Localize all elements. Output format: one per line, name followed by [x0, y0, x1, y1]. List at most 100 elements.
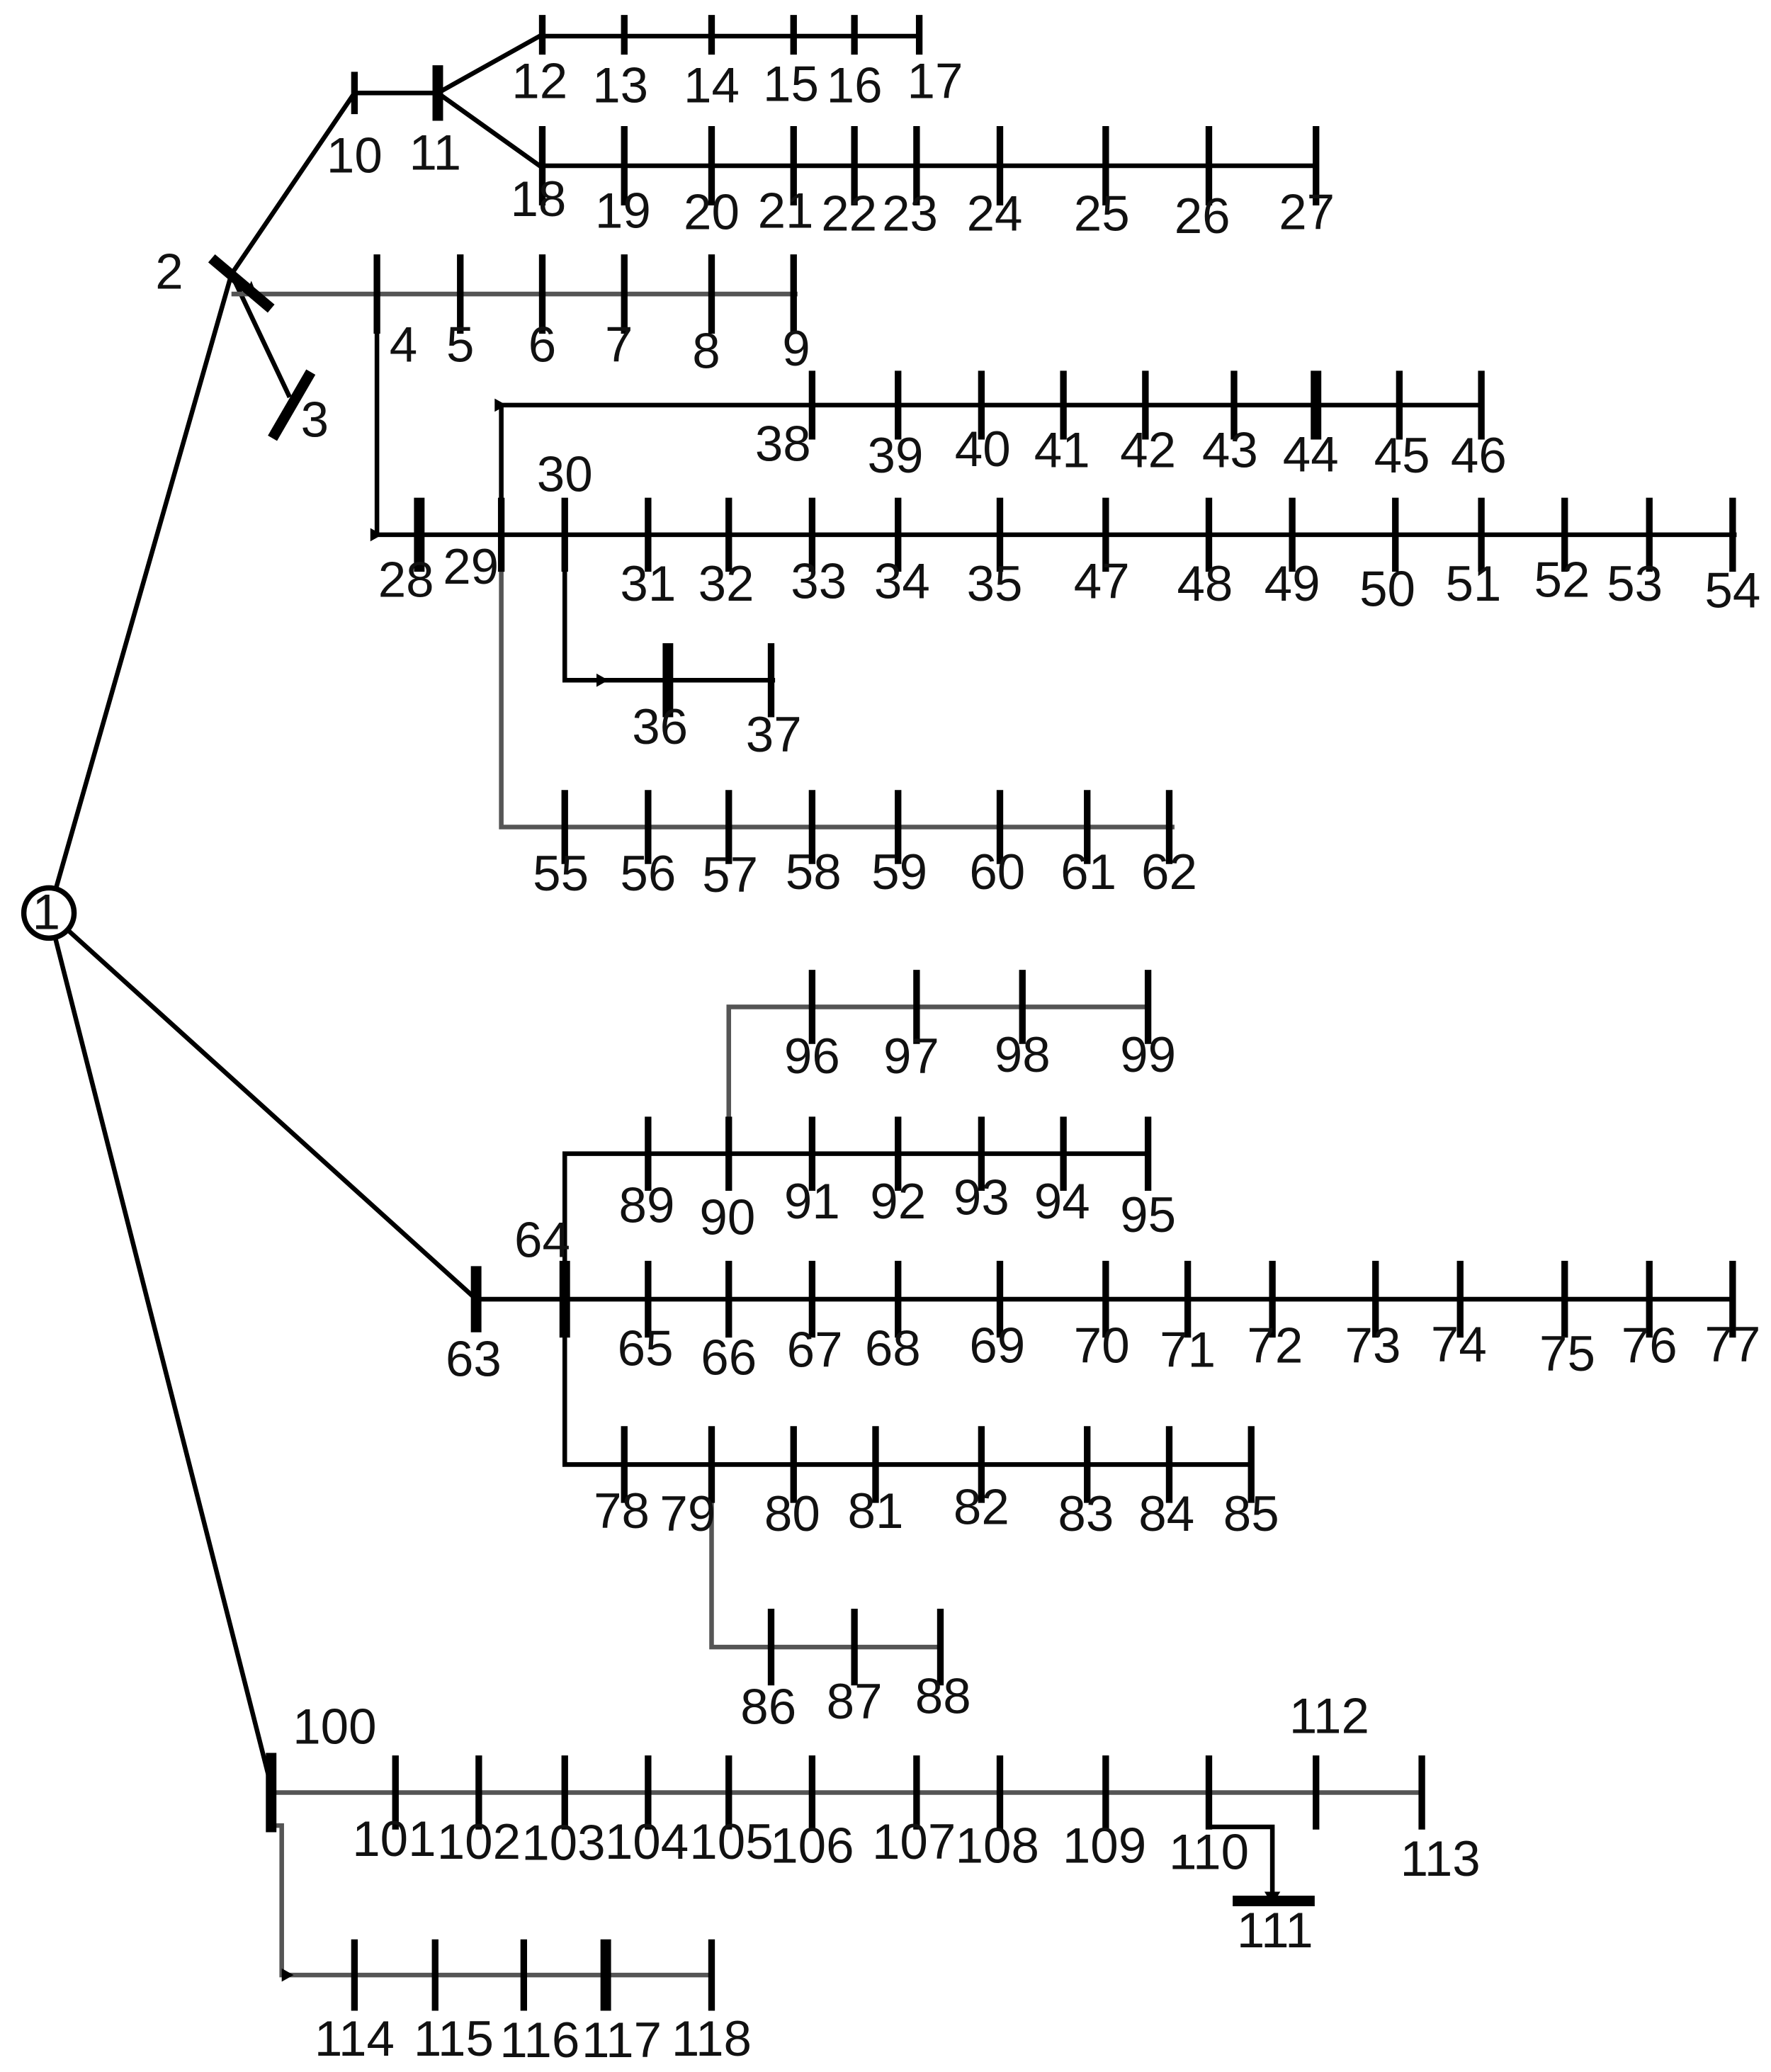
feeder-1-100 [46, 912, 273, 1787]
bus-label-91: 91 [784, 1174, 840, 1230]
bus-label-81: 81 [848, 1483, 904, 1539]
bus-label-59: 59 [871, 844, 927, 900]
bus-label-6: 6 [528, 317, 556, 373]
bus-label-64: 64 [514, 1212, 570, 1268]
bus-bars [21, 15, 1736, 2011]
bus-label-61: 61 [1060, 844, 1116, 900]
bus-bar-2 [208, 254, 275, 313]
bus-label-54: 54 [1704, 563, 1760, 619]
bus-label-107: 107 [872, 1814, 956, 1870]
bus-label-72: 72 [1247, 1318, 1303, 1374]
bus-label-114: 114 [315, 2011, 395, 2067]
bus-label-65: 65 [618, 1320, 674, 1376]
bus-label-80: 80 [764, 1486, 820, 1542]
bus-label-16: 16 [827, 57, 883, 113]
bus-label-58: 58 [786, 844, 842, 900]
bus-label-57: 57 [702, 847, 758, 903]
bus-label-3: 3 [301, 392, 329, 448]
bus-label-73: 73 [1345, 1318, 1401, 1374]
arrow-100-114 [281, 1968, 294, 1982]
bus-label-115: 115 [414, 2011, 494, 2067]
bus-label-53: 53 [1607, 556, 1663, 612]
bus-label-13: 13 [592, 57, 648, 113]
bus-label-7: 7 [605, 317, 633, 373]
bus-label-112: 112 [1289, 1688, 1369, 1744]
bus-label-44: 44 [1283, 426, 1339, 482]
bus-label-28: 28 [378, 553, 434, 608]
bus-label-118: 118 [672, 2011, 752, 2067]
bus-label-87: 87 [827, 1674, 883, 1730]
bus-label-88: 88 [915, 1668, 971, 1724]
bus-label-97: 97 [883, 1029, 939, 1085]
bus-label-30: 30 [537, 446, 593, 502]
bus-label-45: 45 [1374, 428, 1430, 484]
arrow-4-28 [370, 528, 383, 542]
bus-label-83: 83 [1058, 1486, 1114, 1542]
bus-label-4: 4 [390, 317, 417, 373]
bus-label-18: 18 [510, 171, 566, 227]
feeder-64-89-95 [562, 1151, 1151, 1300]
bus-label-25: 25 [1074, 186, 1130, 242]
bus-label-48: 48 [1177, 556, 1233, 612]
bus-label-70: 70 [1074, 1318, 1130, 1374]
bus-label-93: 93 [954, 1170, 1009, 1226]
bus-label-50: 50 [1359, 562, 1415, 618]
bus-label-62: 62 [1141, 844, 1197, 900]
bus-label-19: 19 [595, 183, 651, 239]
bus-label-104: 104 [605, 1814, 689, 1870]
bus-label-52: 52 [1534, 553, 1590, 608]
bus-label-99: 99 [1120, 1027, 1176, 1083]
bus-label-96: 96 [784, 1029, 840, 1085]
bus-label-56: 56 [620, 846, 676, 902]
bus-label-46: 46 [1451, 428, 1507, 484]
feeder-1-63 [47, 911, 478, 1301]
bus-label-35: 35 [967, 556, 1023, 612]
bus-label-101: 101 [352, 1811, 436, 1867]
bus-label-117: 117 [582, 2012, 662, 2068]
bus-label-32: 32 [698, 556, 754, 612]
bus-label-108: 108 [956, 1818, 1039, 1874]
bus-label-79: 79 [660, 1486, 715, 1542]
bus-label-78: 78 [594, 1483, 650, 1539]
bus-label-43: 43 [1202, 423, 1258, 479]
bus-label-22: 22 [821, 186, 877, 242]
feeder-79-86-88 [709, 1464, 944, 1650]
bus-label-95: 95 [1120, 1187, 1176, 1243]
bus-label-63: 63 [446, 1331, 502, 1387]
feeder-1-2 [46, 273, 234, 914]
bus-label-21: 21 [758, 183, 814, 239]
feeder-lines [46, 33, 1737, 1982]
bus-label-100: 100 [293, 1699, 376, 1755]
feeder-110-111 [1209, 1824, 1275, 1892]
bus-label-89: 89 [619, 1178, 675, 1234]
bus-label-2: 2 [155, 244, 183, 300]
bus-label-111: 111 [1237, 1903, 1313, 1959]
bus-label-10: 10 [327, 128, 383, 183]
bus-label-15: 15 [763, 56, 819, 112]
bus-label-29: 29 [443, 539, 499, 595]
bus-label-90: 90 [699, 1190, 755, 1246]
feeder-29-55-62 [499, 534, 1175, 830]
bus-label-27: 27 [1279, 185, 1335, 241]
bus-label-55: 55 [533, 846, 589, 902]
bus-label-77: 77 [1704, 1317, 1760, 1373]
feeder-64-78-85 [562, 1299, 1254, 1467]
bus-label-85: 85 [1223, 1486, 1279, 1542]
bus-label-36: 36 [632, 699, 688, 755]
bus-label-76: 76 [1622, 1318, 1677, 1374]
bus-label-102: 102 [437, 1814, 521, 1870]
bus-label-67: 67 [787, 1322, 843, 1378]
bus-label-98: 98 [995, 1027, 1051, 1083]
bus-label-20: 20 [684, 185, 740, 241]
bus-label-74: 74 [1431, 1317, 1487, 1373]
bus-label-14: 14 [684, 57, 740, 113]
bus-label-105: 105 [689, 1814, 773, 1870]
bus-label-24: 24 [967, 186, 1023, 242]
bus-label-49: 49 [1264, 556, 1320, 612]
bus-label-71: 71 [1160, 1322, 1216, 1378]
bus-label-37: 37 [746, 707, 802, 763]
bus-label-103: 103 [521, 1816, 605, 1872]
bus-label-106: 106 [770, 1818, 854, 1874]
